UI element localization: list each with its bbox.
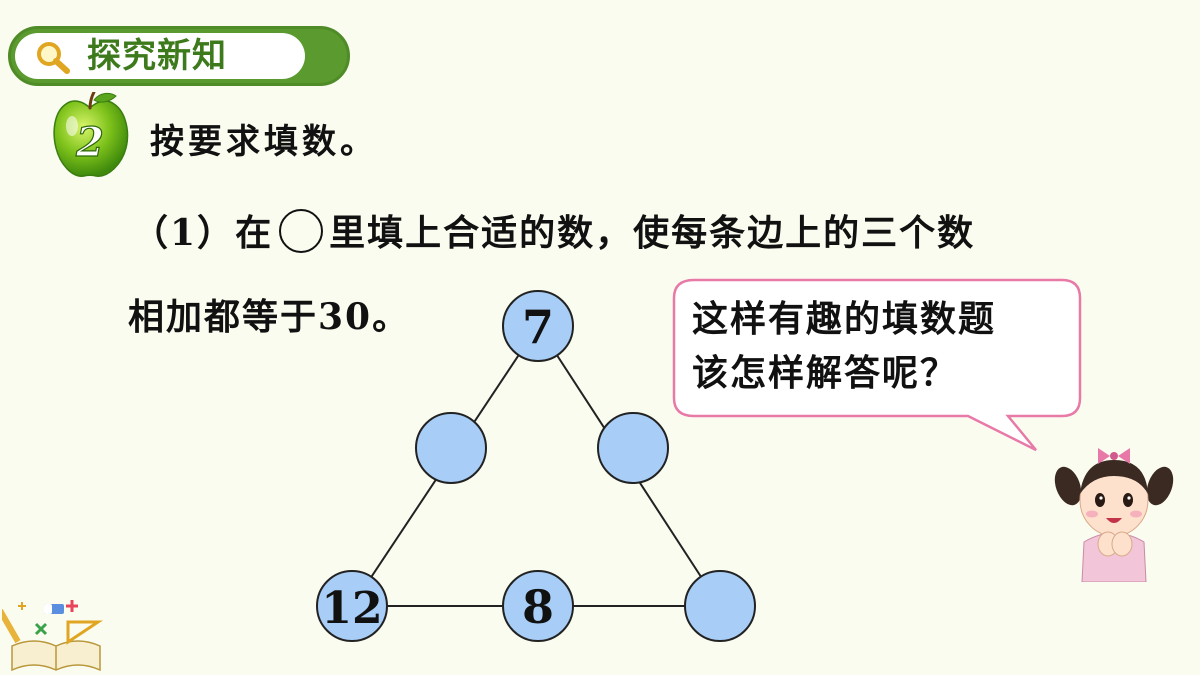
- section-title: 探究新知: [87, 36, 227, 76]
- girl-character-icon: [1054, 448, 1174, 582]
- section-header-inner: 探究新知: [15, 33, 305, 79]
- sub-question-label: （1）: [132, 212, 236, 254]
- apple-number-icon: 2: [53, 92, 129, 177]
- section-header: 探究新知: [8, 26, 350, 86]
- speech-bubble-text: 这样有趣的填数题 该怎样解答呢？: [692, 292, 1072, 400]
- question-number: 2: [75, 119, 104, 166]
- question-title: 按要求填数。: [150, 122, 378, 162]
- sub-question-before-circle: 在: [235, 212, 274, 254]
- search-icon: [37, 42, 70, 74]
- speech-bubble-line2: 该怎样解答呢？: [692, 352, 959, 394]
- stationery-book-icon: [2, 600, 103, 672]
- sub-question-after-circle: 里填上合适的数，使每条边上的三个数: [329, 212, 976, 254]
- sub-question-line1: （1）在 里填上合适的数，使每条边上的三个数: [132, 204, 975, 256]
- speech-bubble-line1: 这样有趣的填数题: [692, 298, 997, 340]
- speech-bubble-outline: [672, 278, 1082, 452]
- inline-circle-icon: [279, 209, 324, 253]
